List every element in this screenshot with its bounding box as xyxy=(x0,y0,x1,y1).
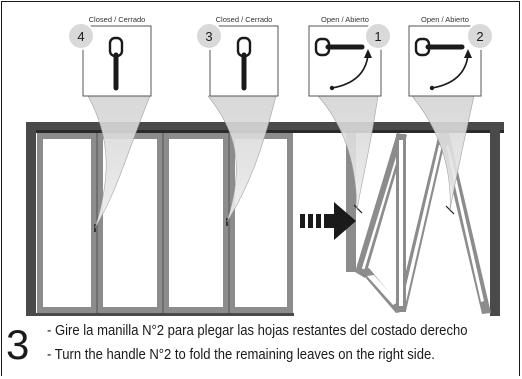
step-number: 3 xyxy=(6,321,30,368)
right-jamb xyxy=(490,130,500,316)
handle-label-3: Closed / Cerrado xyxy=(215,15,273,24)
badge-2: 2 xyxy=(466,22,494,50)
callout-beam-1 xyxy=(317,95,379,211)
badge-1-number: 1 xyxy=(374,29,381,44)
badge-2-number: 2 xyxy=(476,29,483,44)
callout-beams xyxy=(87,95,475,229)
direction-arrow xyxy=(300,202,356,240)
callout-beam-4 xyxy=(87,95,151,229)
folding-leaves xyxy=(346,133,491,314)
left-jamb xyxy=(26,130,36,316)
callout-beam-2 xyxy=(411,95,475,211)
badge-3-number: 3 xyxy=(205,29,212,44)
badge-3: 3 xyxy=(195,22,223,50)
handle-label-2: Open / Abierto xyxy=(421,15,469,24)
rotate-arrow-2 xyxy=(431,54,469,89)
handle-label-1: Open / Abierto xyxy=(321,15,369,24)
instruction-english: - Turn the handle N°2 to fold the remain… xyxy=(47,346,435,363)
badge-4: 4 xyxy=(67,22,95,50)
rotate-arrow-1 xyxy=(331,54,369,89)
handle-label-4: Closed / Cerrado xyxy=(88,15,146,24)
instruction-spanish: - Gire la manilla N°2 para plegar las ho… xyxy=(47,322,468,339)
closed-leaves xyxy=(36,133,294,316)
badge-4-number: 4 xyxy=(77,29,84,44)
callout-beam-3 xyxy=(207,95,277,223)
badge-1: 1 xyxy=(364,22,392,50)
